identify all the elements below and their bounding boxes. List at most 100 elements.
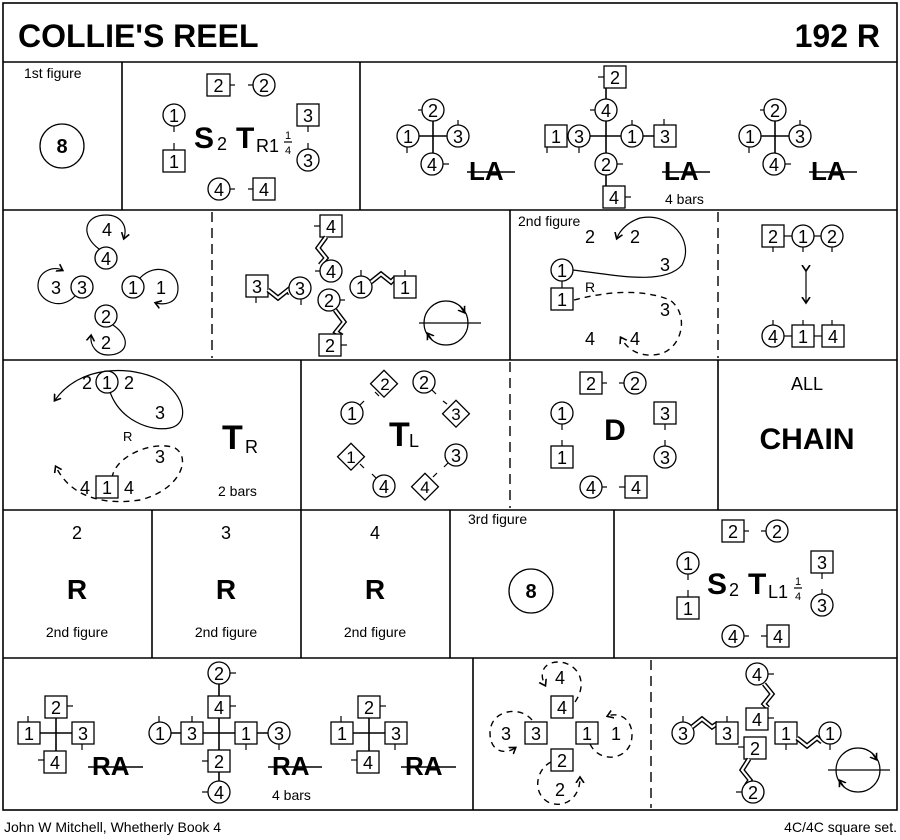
label-text: 2 xyxy=(557,751,567,771)
label-text: 1 xyxy=(557,448,567,468)
label-text: 1 xyxy=(337,724,347,744)
label-text: 3 xyxy=(453,127,463,147)
path-stroke xyxy=(37,269,76,305)
label-text: 1 xyxy=(285,130,291,142)
label-text: 1 xyxy=(798,227,808,247)
label-text: 1 xyxy=(241,724,251,744)
dancer-square xyxy=(207,695,231,719)
figure-label: 1st figure xyxy=(24,65,82,81)
label-text: 4 xyxy=(124,478,134,498)
label-text: 1 xyxy=(627,127,637,147)
label-text: 4 xyxy=(326,217,336,237)
path-stroke xyxy=(872,753,876,759)
label-text: 4 xyxy=(752,665,762,685)
dancer-circle xyxy=(623,371,647,395)
label-text: 2 xyxy=(768,227,778,247)
bars-note: 2 bars xyxy=(218,483,257,499)
dancer-square xyxy=(745,707,769,731)
path-stroke xyxy=(91,324,126,356)
label-text: 2 xyxy=(586,374,596,394)
label-text: S xyxy=(707,568,727,601)
dancer-circle xyxy=(94,304,118,328)
label-text: 3 xyxy=(451,446,461,466)
dancer-square xyxy=(821,324,845,348)
path-stroke xyxy=(840,781,844,787)
path-stroke xyxy=(267,288,291,300)
label-text: 2 xyxy=(380,375,389,394)
label-text: 3 xyxy=(221,523,231,543)
dancer-square xyxy=(245,274,269,298)
right-hands-across-2: 2 4 1 3 1 3 2 4 RA 4 bars xyxy=(148,661,322,804)
path-stroke xyxy=(572,216,687,278)
turn-symbol: T xyxy=(236,122,254,155)
dancer-square xyxy=(384,721,408,745)
turn-right-pattern: 2 1 2 3 R 3 4 1 4 T R 2 bars xyxy=(55,369,258,503)
path-stroke xyxy=(573,291,683,356)
dancer-circle xyxy=(148,721,172,745)
label-text: 2 xyxy=(364,698,374,718)
cast-pattern-dashed: 4 4 3 3 1 1 2 2 xyxy=(489,661,633,805)
label-text: 4 xyxy=(80,478,90,498)
credit-text: John W Mitchell, Whetherly Book 4 xyxy=(4,819,221,835)
dancer-square xyxy=(441,399,471,429)
path-stroke xyxy=(589,715,633,758)
chain-label: CHAIN xyxy=(760,423,855,456)
label-text: 2 xyxy=(630,227,640,247)
label-text: R xyxy=(216,574,236,605)
label-text: 3 xyxy=(660,255,670,275)
label-text: 4 xyxy=(586,478,596,498)
setting-symbol: S xyxy=(194,122,214,155)
label-text: 4 xyxy=(379,477,389,497)
label-text: 3 xyxy=(660,448,670,468)
dancer-square xyxy=(330,721,354,745)
label-text: 3 xyxy=(451,405,460,424)
allemande-label: RA xyxy=(405,751,443,781)
label-text: 4 xyxy=(259,180,269,200)
label-text: 4 xyxy=(214,698,224,718)
right-hands-across-3: 2 1 3 4 RA xyxy=(330,695,456,781)
label-text: 1 xyxy=(102,373,112,393)
label-text: 1 xyxy=(557,404,567,424)
label-text: 4 xyxy=(101,249,111,269)
label-text: 2nd figure xyxy=(344,624,406,640)
label-text: 1 xyxy=(169,152,179,172)
bars-circle xyxy=(508,568,554,614)
turn-left-pattern: 2 2 1 3 T L 1 3 4 4 xyxy=(336,369,471,502)
label-text: 4 xyxy=(555,668,565,688)
dancer-circle xyxy=(444,443,468,467)
allemande-label: LA xyxy=(469,156,504,186)
label-text: 1 xyxy=(745,127,755,147)
outer-border xyxy=(2,2,898,811)
dancer-square xyxy=(357,695,381,719)
dancer-circle xyxy=(121,275,145,299)
turn-symbol: T xyxy=(222,419,243,457)
label-text: 4 xyxy=(285,145,291,157)
man-4 xyxy=(252,177,276,201)
path-stroke xyxy=(86,214,125,250)
label-text: 4 xyxy=(363,753,373,773)
label-text: R xyxy=(365,574,385,605)
bars-note: 4 bars xyxy=(272,787,311,803)
dancer-square xyxy=(17,721,41,745)
bars-count: 8 xyxy=(525,581,536,603)
label-text: 3 xyxy=(722,724,732,744)
left-hands-across-3: 2 1 3 4 LA xyxy=(738,98,857,186)
figure-label: 3rd figure xyxy=(468,511,527,527)
label-text: 1 xyxy=(400,278,410,298)
label-text: 1 xyxy=(582,724,592,744)
label-text: 4 xyxy=(773,627,783,647)
reel-of-three-pattern: 2nd figure 2 2 3 3 4 4 1 1 R xyxy=(518,213,687,356)
label-text: 3 xyxy=(817,596,827,616)
path-stroke xyxy=(537,761,580,805)
label-text: 1 xyxy=(551,127,561,147)
dancer-circle xyxy=(372,474,396,498)
dancer-square xyxy=(766,624,790,648)
reel-label: R xyxy=(123,429,132,444)
dancer-circle xyxy=(340,401,364,425)
dancer-square xyxy=(550,748,574,772)
label-text: 1 xyxy=(683,554,693,574)
label-text: 2 xyxy=(324,291,334,311)
dancer-circle xyxy=(810,593,834,617)
reel-repeat-2: 2 R 2nd figure xyxy=(46,523,108,640)
label-text: 3 xyxy=(660,404,670,424)
